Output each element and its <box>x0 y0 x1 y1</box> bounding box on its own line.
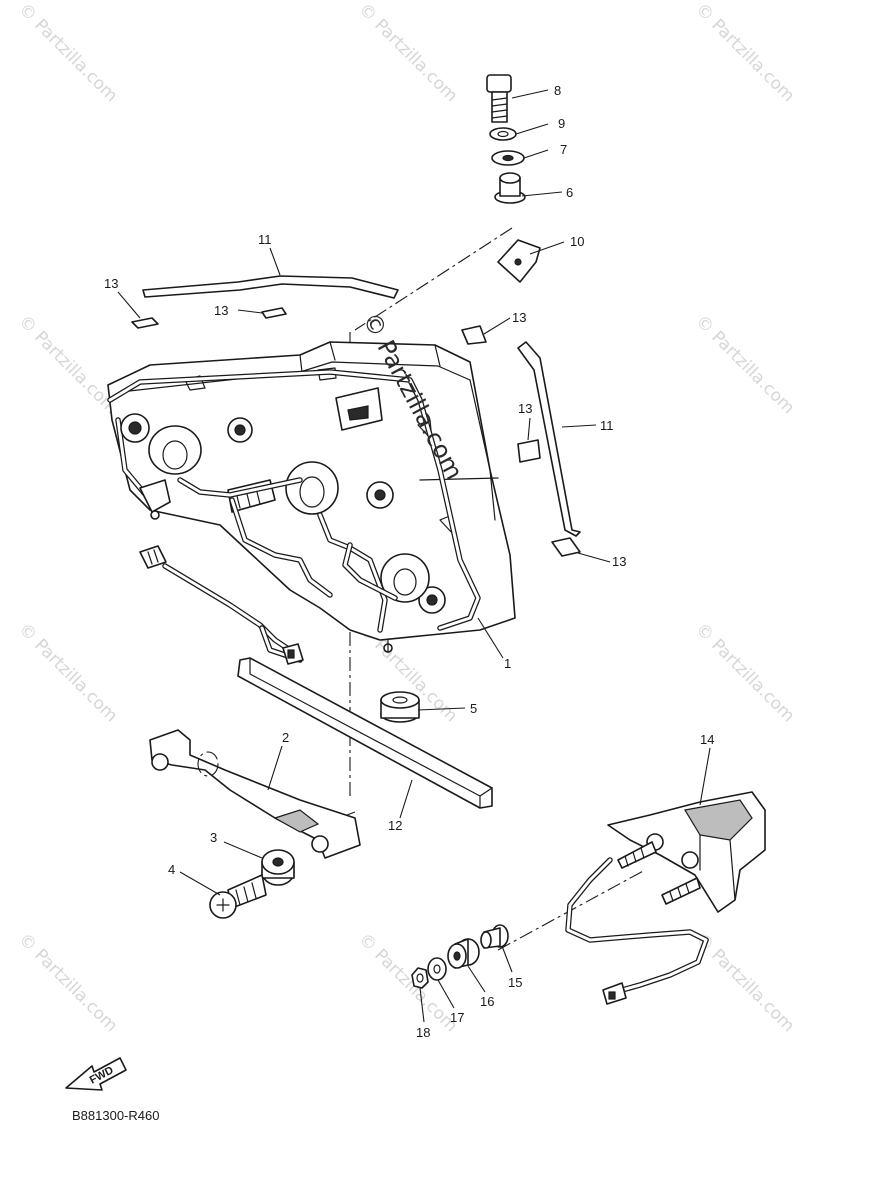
pad-part-13[interactable] <box>261 307 287 319</box>
strip-part-12[interactable] <box>237 657 493 809</box>
watermark: © Partzilla.com <box>14 311 121 418</box>
strip-part-11-top[interactable] <box>142 275 399 299</box>
pad-part-13[interactable] <box>131 317 159 329</box>
callout-13-d: 13 <box>518 401 532 416</box>
callout-15: 15 <box>508 975 522 990</box>
callout-8: 8 <box>554 83 561 98</box>
watermark: © Partzilla.com <box>691 619 798 726</box>
clip-part-10[interactable] <box>497 239 541 283</box>
pad-part-13[interactable] <box>461 325 487 345</box>
nut-part-18[interactable] <box>411 967 429 989</box>
callout-13-a: 13 <box>104 276 118 291</box>
callout-labels: 1 2 3 4 5 6 7 8 9 10 11 11 12 13 13 13 1… <box>104 83 714 1040</box>
leader-lines <box>117 89 711 1023</box>
callout-6: 6 <box>566 185 573 200</box>
pad-part-13[interactable] <box>551 537 581 557</box>
callout-4: 4 <box>168 862 175 877</box>
callout-7: 7 <box>560 142 567 157</box>
collar-part-15[interactable] <box>480 924 509 949</box>
watermark: © Partzilla.com <box>14 619 121 726</box>
callout-13-c: 13 <box>512 310 526 325</box>
strip-part-11-side[interactable] <box>517 341 581 537</box>
license-light-part-14[interactable] <box>565 791 766 1005</box>
callout-12: 12 <box>388 818 402 833</box>
watermark: © Partzilla.com <box>691 0 798 106</box>
callout-13-b: 13 <box>214 303 228 318</box>
callout-11-top: 11 <box>258 232 272 247</box>
watermark: © Partzilla.com <box>354 0 461 106</box>
grommet-part-5[interactable] <box>380 691 420 723</box>
watermark: © Partzilla.com <box>691 929 798 1036</box>
watermark: © Partzilla.com <box>691 311 798 418</box>
screw-part-4[interactable] <box>209 874 267 919</box>
wire-harness[interactable] <box>139 497 333 665</box>
watermark: © Partzilla.com <box>354 929 461 1036</box>
pad-part-13[interactable] <box>517 439 541 463</box>
washer-part-17[interactable] <box>427 957 447 981</box>
callout-11-side: 11 <box>600 418 614 433</box>
watermark: © Partzilla.com <box>14 929 121 1036</box>
callout-9: 9 <box>558 116 565 131</box>
callout-2: 2 <box>282 730 289 745</box>
watermark: © Partzilla.com <box>14 0 121 106</box>
washer-part-9[interactable] <box>489 127 517 141</box>
callout-5: 5 <box>470 701 477 716</box>
collar-part-6[interactable] <box>494 172 526 204</box>
bracket-part-2[interactable] <box>149 729 361 859</box>
callout-1: 1 <box>504 656 511 671</box>
callout-13-e: 13 <box>612 554 626 569</box>
diagram-code: B881300-R460 <box>72 1108 159 1123</box>
callout-3: 3 <box>210 830 217 845</box>
callout-18: 18 <box>416 1025 430 1040</box>
callout-17: 17 <box>450 1010 464 1025</box>
callout-14: 14 <box>700 732 714 747</box>
callout-16: 16 <box>480 994 494 1009</box>
fwd-arrow-icon: FWD <box>65 1057 127 1091</box>
grommet-part-16[interactable] <box>447 938 480 969</box>
bolt-part-8[interactable] <box>486 74 512 123</box>
washer-part-7[interactable] <box>491 150 525 166</box>
headlight-assembly-part-1[interactable] <box>107 341 516 653</box>
callout-10: 10 <box>570 234 584 249</box>
grommet-part-3[interactable] <box>261 849 295 886</box>
